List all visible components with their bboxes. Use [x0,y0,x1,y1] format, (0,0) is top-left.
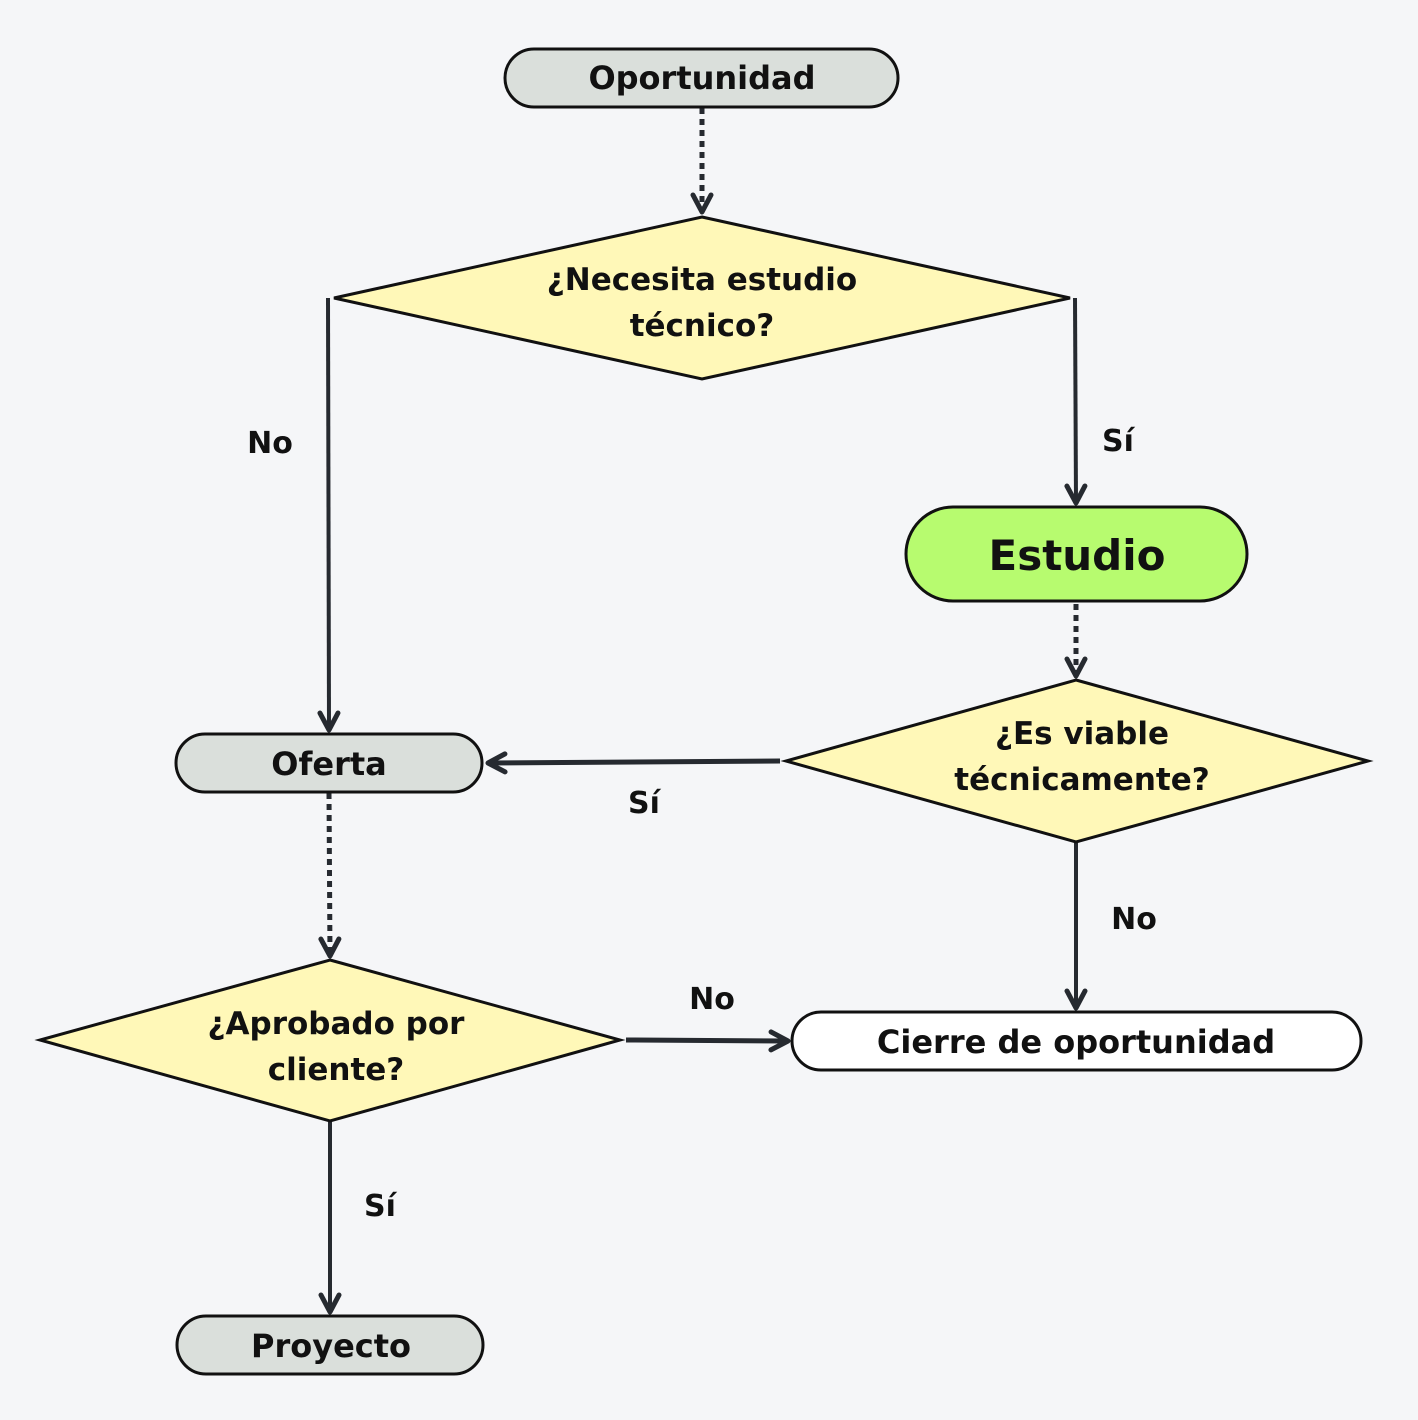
node-cierre-label: Cierre de oportunidad [877,1023,1275,1061]
node-necesita-estudio[interactable]: ¿Necesita estudio técnico? [333,215,1071,381]
edge-label-viable-no: No [1111,902,1157,937]
node-necesita-line2: técnico? [630,308,775,344]
edge-oferta-aprobado [318,792,342,959]
edge-label-aprobado-no: No [689,982,735,1017]
node-necesita-line1: ¿Necesita estudio [547,262,857,298]
node-proyecto[interactable]: Proyecto [175,1314,485,1376]
node-oportunidad-label: Oportunidad [588,59,815,97]
edge-necesita-oferta [317,297,341,733]
node-proyecto-label: Proyecto [251,1327,411,1365]
edge-viable-oferta [485,751,781,775]
node-estudio-label: Estudio [989,531,1166,580]
edge-aprobado-cierre [625,1029,791,1053]
node-aprobado-line1: ¿Aprobado por [208,1006,466,1042]
node-estudio[interactable]: Estudio [904,505,1249,603]
edge-label-necesita-si: Sí [1102,424,1136,459]
node-viable[interactable]: ¿Es viable técnicamente? [780,678,1374,844]
edges [317,108,1088,1315]
node-oferta[interactable]: Oferta [174,732,484,794]
edge-label-aprobado-si: Sí [364,1189,398,1224]
edge-label-necesita-no: No [247,426,293,461]
node-oferta-label: Oferta [271,745,387,783]
node-viable-line1: ¿Es viable [995,716,1169,752]
edge-necesita-estudio [1064,297,1088,506]
node-oportunidad[interactable]: Oportunidad [503,47,900,109]
node-aprobado-line2: cliente? [268,1052,405,1088]
node-cierre[interactable]: Cierre de oportunidad [790,1010,1363,1072]
edge-label-viable-si: Sí [628,786,662,821]
node-viable-line2: técnicamente? [954,762,1209,798]
node-aprobado[interactable]: ¿Aprobado por cliente? [34,958,626,1123]
